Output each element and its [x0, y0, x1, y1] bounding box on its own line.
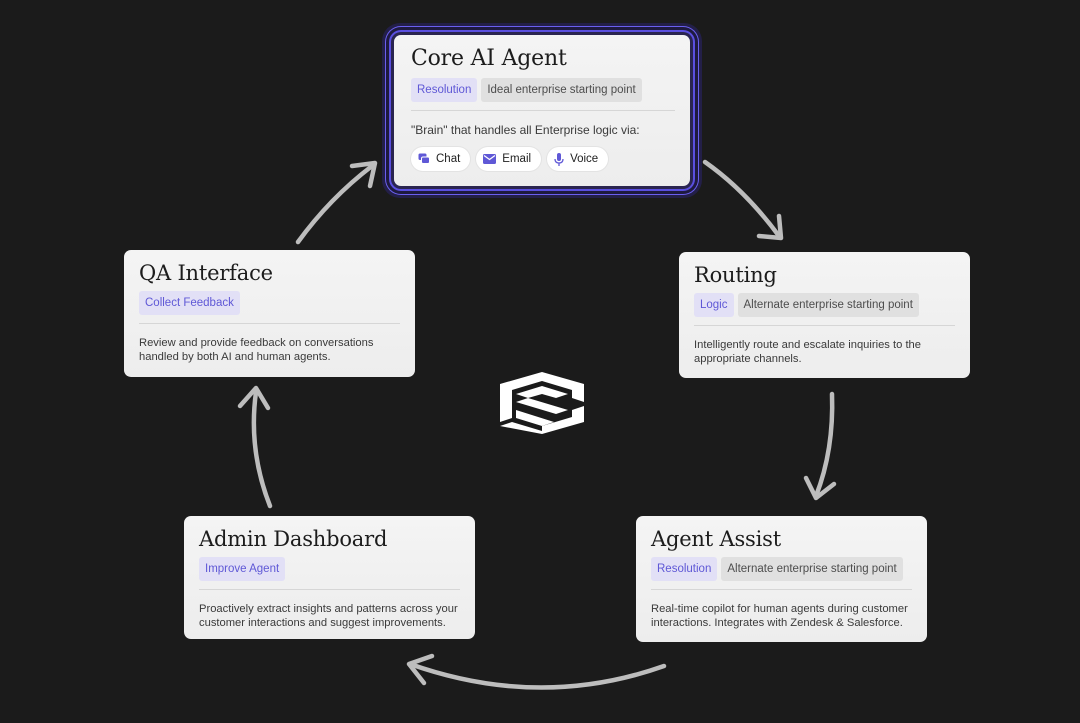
tag-row: Logic Alternate enterprise starting poin…: [694, 293, 955, 317]
divider: [411, 110, 675, 111]
channel-label: Voice: [570, 153, 599, 165]
email-icon: [483, 154, 497, 164]
arrow-admin-to-qa: [251, 389, 273, 509]
channel-chip-chat[interactable]: Chat: [411, 147, 471, 171]
core-ai-agent-card[interactable]: Core AI Agent Resolution Ideal enterpris…: [394, 35, 690, 186]
arrow-assist-to-admin-head: [406, 653, 435, 686]
arrow-core-to-routing: [702, 159, 782, 239]
card-title: Core AI Agent: [411, 46, 567, 71]
arrow-routing-to-assist-head: [803, 475, 837, 501]
channel-list: Chat Email Voice: [411, 147, 675, 171]
card-title: Agent Assist: [651, 527, 781, 551]
arrow-assist-to-admin: [407, 661, 667, 690]
card-description: Review and provide feedback on conversat…: [139, 337, 374, 363]
card-description: "Brain" that handles all Enterprise logi…: [411, 123, 640, 137]
channel-label: Email: [502, 153, 532, 165]
category-tag: Resolution: [651, 557, 718, 581]
divider: [651, 589, 912, 590]
admin-dashboard-card[interactable]: Admin Dashboard Improve Agent Proactivel…: [184, 516, 475, 639]
category-tag: Resolution: [411, 78, 478, 102]
category-tag: Improve Agent: [199, 557, 286, 581]
divider: [199, 589, 460, 590]
card-title: Admin Dashboard: [199, 527, 388, 551]
starting-point-tag: Ideal enterprise starting point: [481, 78, 642, 102]
card-description: Proactively extract insights and pattern…: [199, 603, 458, 629]
tag-row: Resolution Ideal enterprise starting poi…: [411, 78, 675, 102]
qa-interface-card[interactable]: QA Interface Collect Feedback Review and…: [124, 250, 415, 377]
card-title: Routing: [694, 263, 777, 287]
card-title: QA Interface: [139, 261, 273, 285]
tag-row: Collect Feedback: [139, 291, 400, 315]
tag-row: Improve Agent: [199, 557, 460, 581]
chat-icon: [418, 153, 430, 165]
category-tag: Logic: [694, 293, 734, 317]
channel-chip-voice[interactable]: Voice: [547, 147, 609, 171]
arrow-admin-to-qa-head: [237, 385, 271, 411]
arrow-routing-to-assist: [813, 391, 835, 499]
tag-row: Resolution Alternate enterprise starting…: [651, 557, 912, 581]
divider: [694, 325, 955, 326]
channel-label: Chat: [436, 153, 461, 165]
arrow-core-to-routing-head: [756, 213, 784, 241]
divider: [139, 323, 400, 324]
card-description: Intelligently route and escalate inquiri…: [694, 339, 922, 365]
brand-logo-icon: [500, 372, 584, 434]
starting-point-tag: Alternate enterprise starting point: [737, 293, 919, 317]
starting-point-tag: Alternate enterprise starting point: [721, 557, 903, 581]
arrow-qa-to-core-head: [349, 160, 378, 189]
arrow-qa-to-core: [295, 163, 375, 245]
card-description: Real-time copilot for human agents durin…: [651, 603, 908, 629]
channel-chip-email[interactable]: Email: [476, 147, 542, 171]
microphone-icon: [554, 152, 564, 166]
routing-card[interactable]: Routing Logic Alternate enterprise start…: [679, 252, 970, 378]
agent-assist-card[interactable]: Agent Assist Resolution Alternate enterp…: [636, 516, 927, 642]
category-tag: Collect Feedback: [139, 291, 240, 315]
